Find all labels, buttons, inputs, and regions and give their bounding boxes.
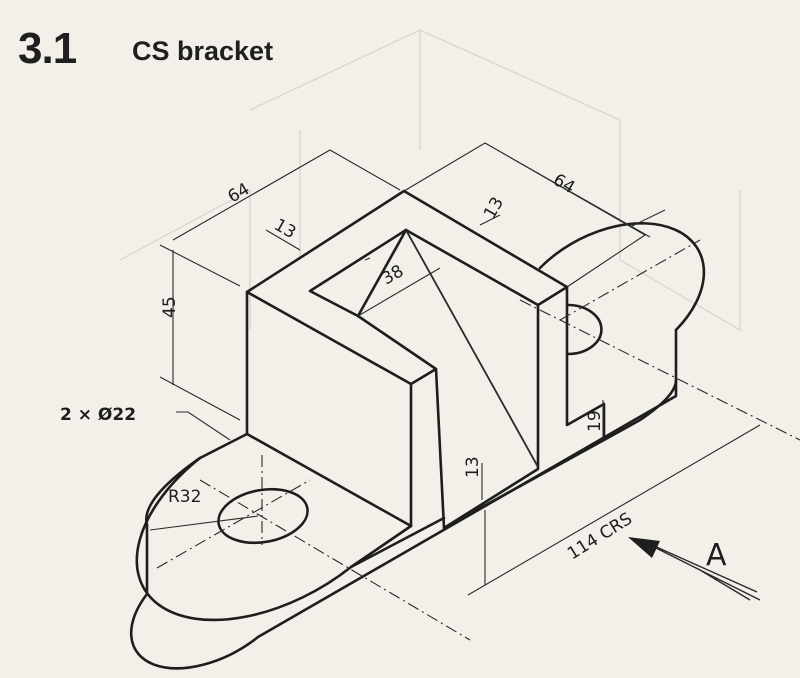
view-arrow-label: A <box>706 538 727 573</box>
dim-centres: 114 CRS <box>564 509 636 564</box>
dim-lug-thickness: 19 <box>585 410 605 432</box>
show-through-ghost <box>119 29 741 332</box>
centre-lines <box>156 239 800 641</box>
view-arrow-a <box>628 537 761 601</box>
dim-upright-thickness-left: 13 <box>271 215 300 243</box>
dim-slot-width: 38 <box>379 261 408 289</box>
page-title: CS bracket <box>132 36 274 66</box>
dim-upright-thickness-right: 13 <box>480 194 508 223</box>
section-number: 3.1 <box>18 24 77 73</box>
bracket-outline <box>129 189 706 670</box>
dim-radius: R32 <box>168 487 201 507</box>
dim-holes: 2 × Ø22 <box>60 405 136 425</box>
dim-left-width: 64 <box>225 179 254 207</box>
dim-base-thickness: 13 <box>463 456 483 478</box>
dimension-lines <box>149 142 761 596</box>
dim-height: 45 <box>160 296 180 318</box>
